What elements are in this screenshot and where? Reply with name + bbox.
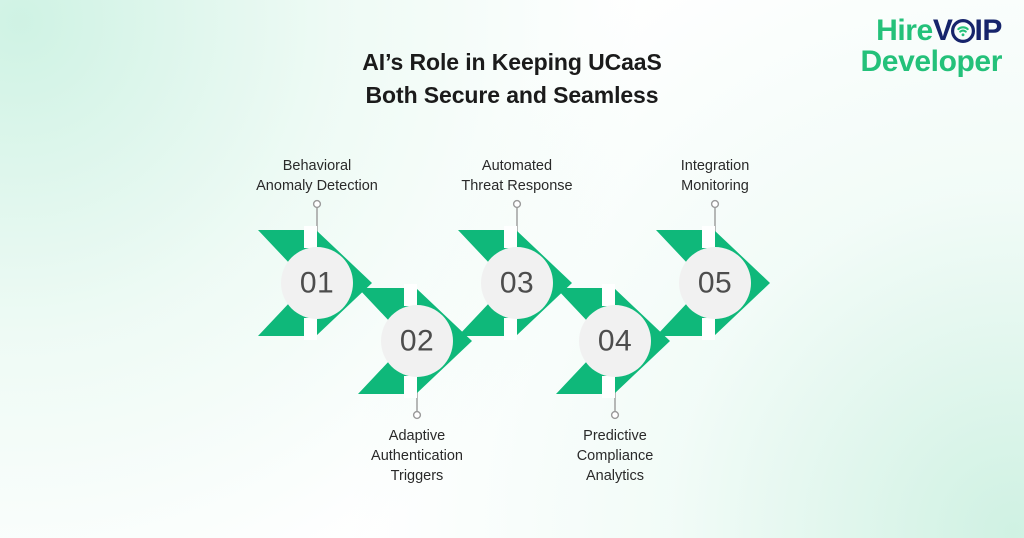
number-badge-03[interactable]: 03 [481,247,553,319]
step-label-04-line-3: Analytics [585,468,645,484]
step-label-02: Adaptive Authentication Triggers [312,426,522,486]
step-label-03: Automated Threat Response [412,156,622,196]
number-badge-02[interactable]: 02 [381,305,453,377]
step-label-05-line-2: Monitoring [681,178,749,194]
step-label-04: Predictive Compliance Analytics [510,426,720,486]
step-label-01-line-2: Anomaly Detection [256,178,378,194]
connector-dot-03 [512,199,522,209]
connector-dot-01 [312,199,322,209]
number-label-03: 03 [500,267,534,300]
step-label-04-line-1: Predictive [583,428,647,444]
step-label-01: Behavioral Anomaly Detection [212,156,422,196]
logo-text-hire: Hire [876,14,933,47]
connector-dot-05 [710,199,720,209]
connector-dot-04 [610,410,620,420]
logo-line-two: Developer [860,44,1003,78]
number-badge-01[interactable]: 01 [281,247,353,319]
step-label-01-line-1: Behavioral [282,158,352,174]
number-label-02: 02 [400,325,434,358]
step-label-03-line-2: Threat Response [461,178,573,194]
connector-endpoint-group [312,199,720,420]
number-badge-05[interactable]: 05 [679,247,751,319]
number-badge-04[interactable]: 04 [579,305,651,377]
step-label-02-line-3: Triggers [390,468,444,484]
number-label-04: 04 [598,325,632,358]
step-label-03-line-1: Automated [481,158,553,174]
step-label-02-line-1: Adaptive [388,428,446,444]
wifi-icon [951,19,976,43]
step-label-04-line-2: Compliance [576,448,654,464]
brand-logo: HireV IP Developer [860,14,1003,78]
step-label-02-line-2: Authentication [371,448,463,464]
step-label-05: Integration Monitoring [610,156,820,196]
connector-dot-02 [412,410,422,420]
number-label-01: 01 [300,267,334,300]
step-label-05-line-1: Integration [680,158,750,174]
logo-line-one: HireV IP [861,14,1002,47]
number-label-05: 05 [698,267,732,300]
logo-text-ip: IP [974,14,1002,47]
logo-text-v: V [932,14,953,47]
